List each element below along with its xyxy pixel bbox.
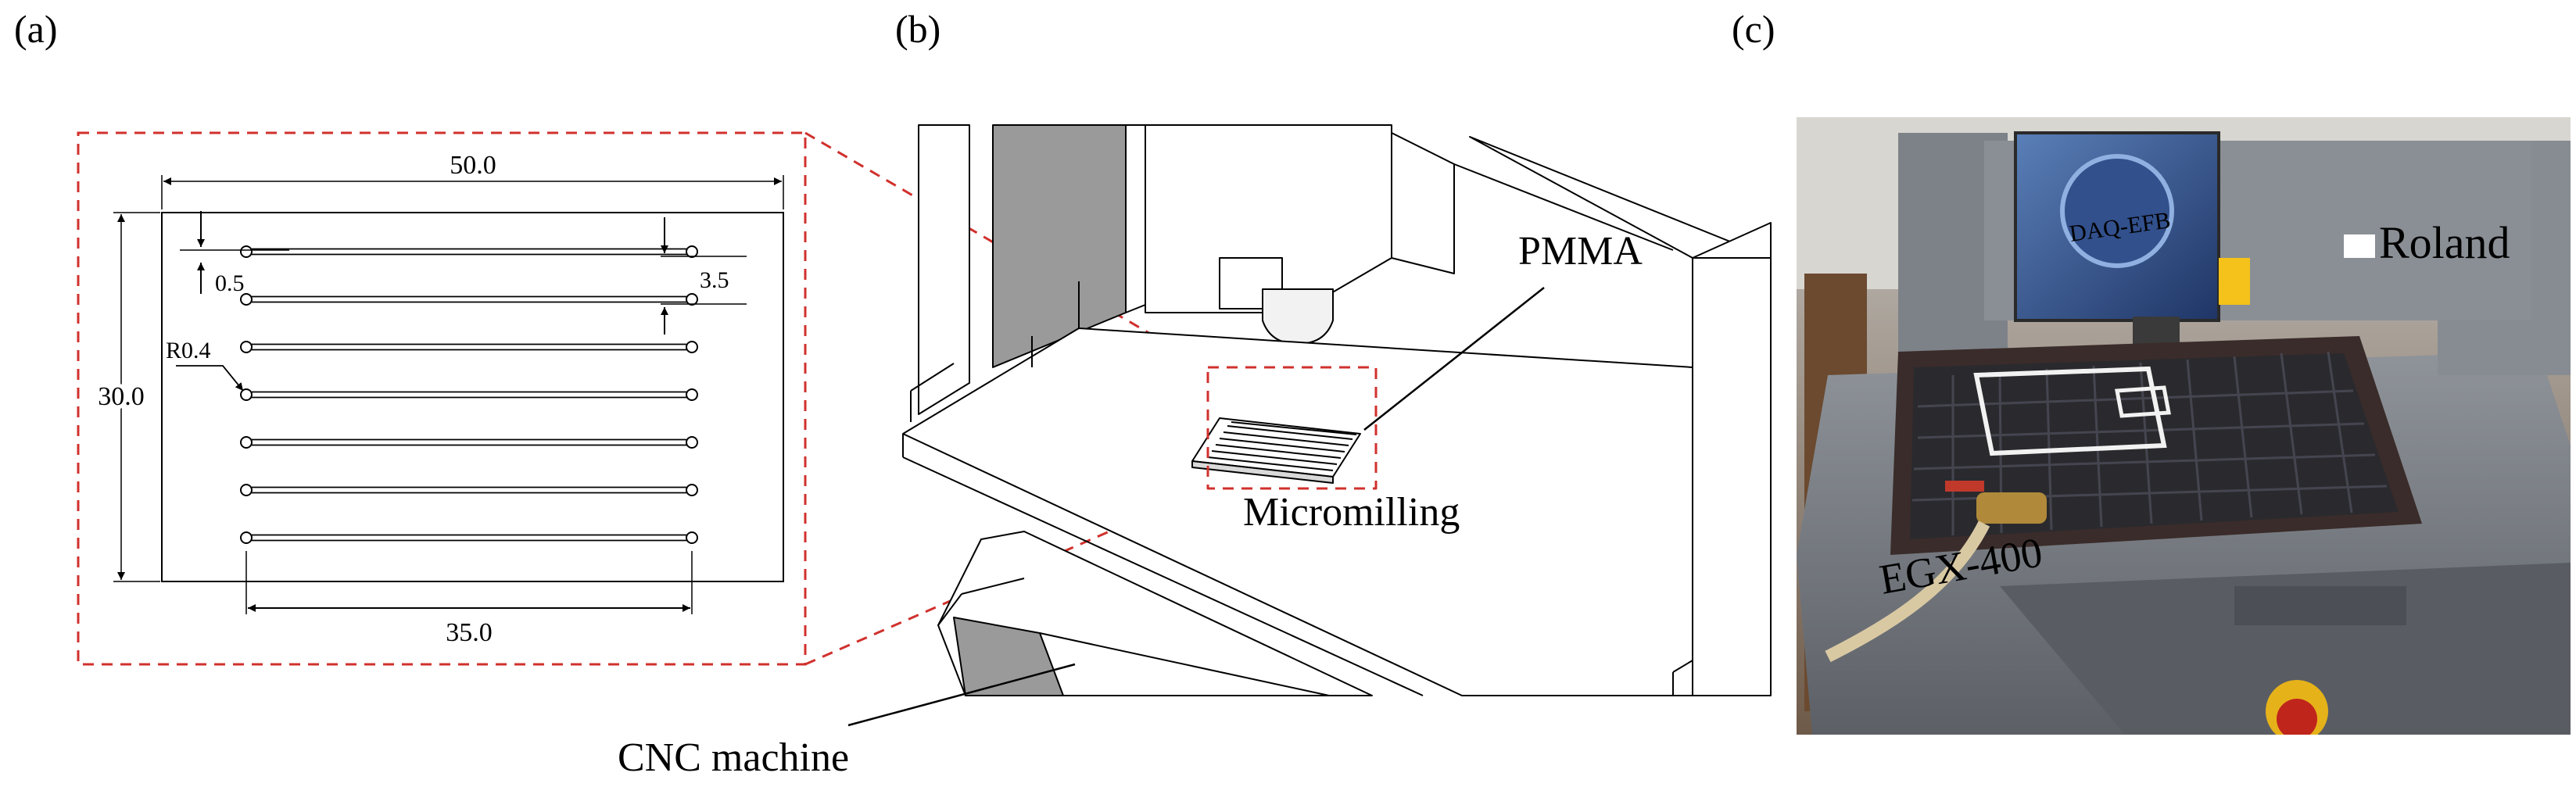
channel-length-label: 35.0 [446, 618, 493, 647]
cnc-schematic [847, 124, 1772, 727]
channel [240, 341, 698, 353]
channel-width-label: 0.5 [215, 270, 245, 296]
channel [240, 245, 698, 258]
width-label: 50.0 [450, 151, 496, 180]
height-label: 30.0 [98, 382, 145, 411]
pmma-leader [1363, 287, 1545, 431]
brand-text: Roland [2379, 217, 2510, 268]
channel [240, 531, 698, 544]
cnc-machine-label: CNC machine [618, 735, 850, 780]
panel-c-label: (c) [1732, 7, 1775, 51]
callout-box [77, 131, 807, 666]
chip-outline [161, 212, 784, 582]
pmma-chip [1191, 417, 1361, 484]
spacing-label: 3.5 [700, 267, 729, 293]
radius-label: R0.4 [166, 338, 211, 363]
channel [240, 293, 698, 306]
inset-box [1206, 366, 1378, 490]
pmma-label: PMMA [1518, 229, 1643, 274]
technical-drawing: 50.0 30.0 0.5 3.5 R0.4 35.0 [77, 131, 807, 666]
machine-photo: DAQ-EFB Roland EGX-400 [1797, 117, 2571, 735]
photo-drawing: DAQ-EFB Roland EGX-400 [1797, 117, 2571, 735]
cnc-leader [847, 663, 1076, 727]
channel [240, 388, 698, 401]
panel-b-label: (b) [895, 7, 941, 51]
panel-a-label: (a) [14, 7, 58, 51]
channel [240, 484, 698, 496]
channels [240, 245, 698, 544]
micromilling-label: Micromilling [1243, 490, 1460, 535]
channel [240, 436, 698, 449]
